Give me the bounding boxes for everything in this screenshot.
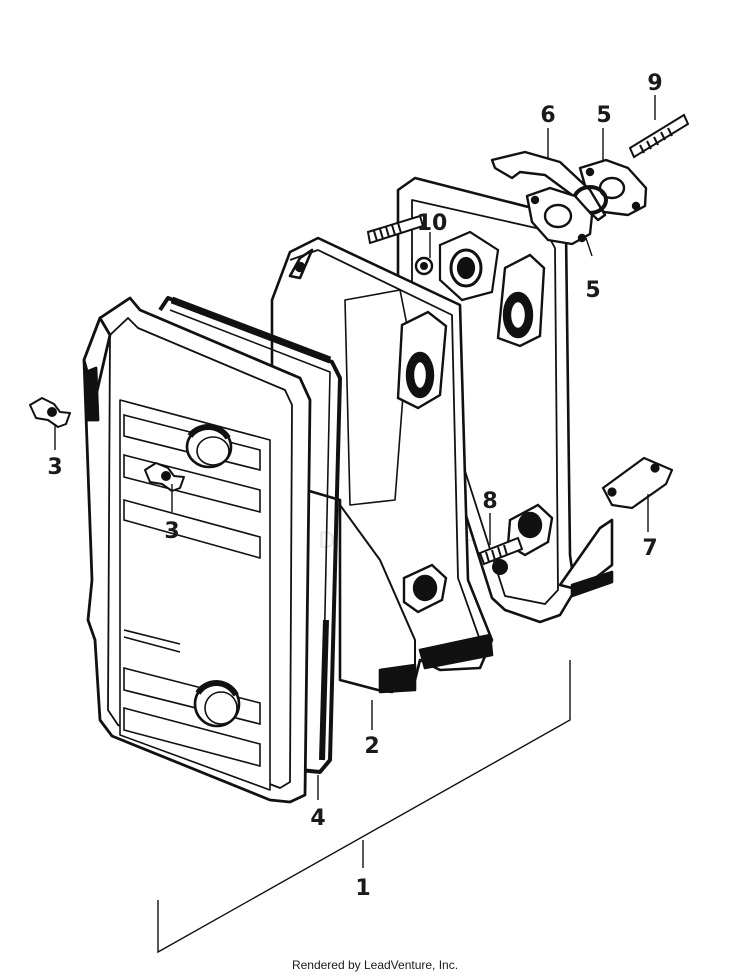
footer-credit: Rendered by LeadVenture, Inc. [291, 958, 459, 972]
callout-2: 2 [364, 734, 379, 759]
callout-3-left: 3 [47, 455, 62, 480]
front-cover [82, 296, 312, 804]
callouts: 9 6 5 10 5 3 3 8 7 2 4 1 [47, 71, 662, 901]
callout-5-upper: 5 [596, 103, 611, 128]
callout-9: 9 [647, 71, 662, 96]
intake-port [438, 230, 500, 302]
callout-7: 7 [642, 536, 657, 561]
part-10-stud [366, 214, 434, 276]
callout-1: 1 [355, 876, 370, 901]
leader-lines [54, 95, 656, 954]
callout-6: 6 [540, 103, 555, 128]
part-8-screw [478, 536, 524, 575]
callout-10: 10 [417, 211, 448, 236]
front-cover-ports [185, 424, 241, 728]
callout-4: 4 [310, 806, 325, 831]
housing-tubes [396, 310, 448, 614]
part-7-bracket [601, 456, 674, 510]
part-3-wing-nut-left [29, 397, 71, 428]
back-plate-standoffs [496, 253, 554, 557]
part-5-gasket-lower [525, 186, 594, 246]
part-3-wing-nut-center [144, 462, 185, 492]
callout-8: 8 [482, 489, 497, 514]
part-9-stud [628, 113, 690, 159]
callout-3-center: 3 [164, 519, 179, 544]
callout-5-lower: 5 [585, 278, 600, 303]
